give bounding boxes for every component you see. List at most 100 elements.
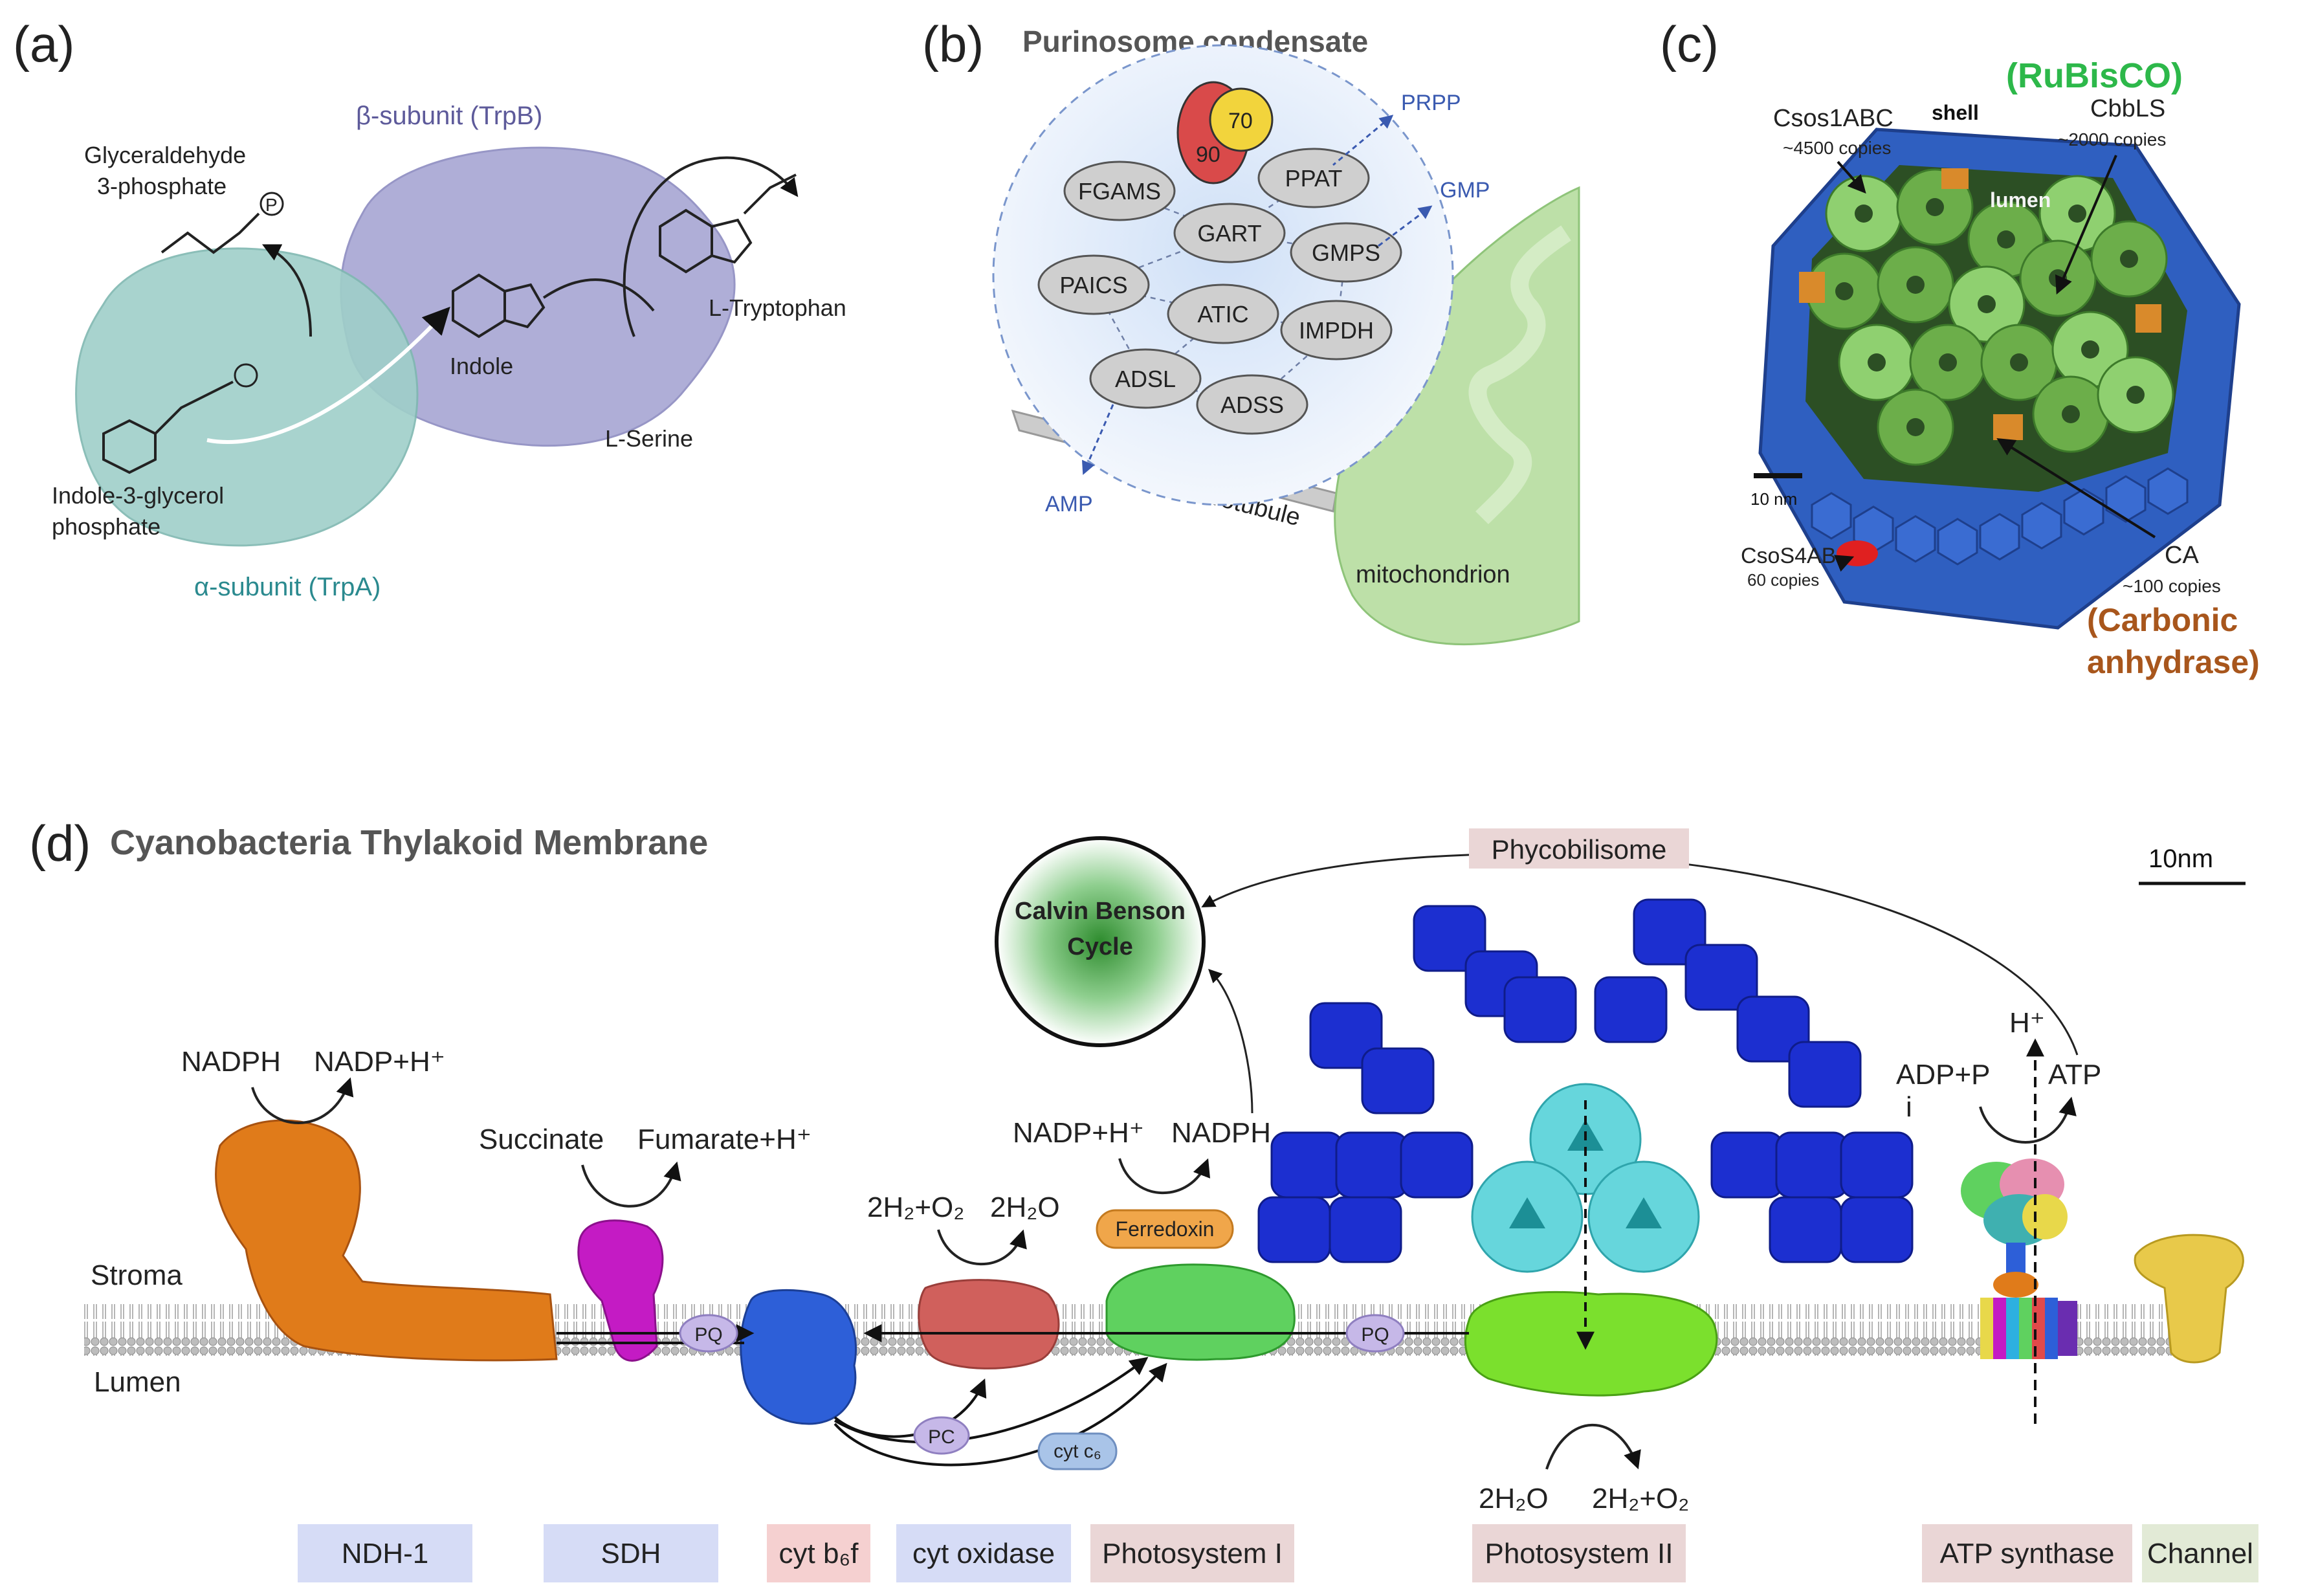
pq-label-1: PQ xyxy=(694,1324,722,1346)
cbbls-name: CbbLS xyxy=(2090,95,2165,122)
enzyme-node: PAICS xyxy=(1037,254,1150,315)
panel-d-label: (d) xyxy=(29,815,91,872)
ca-pointer xyxy=(1996,438,2156,538)
calvin-label-line2: Cycle xyxy=(1067,933,1132,960)
csos1-pointer xyxy=(1837,161,1866,194)
ferredoxin xyxy=(1096,1209,1234,1249)
photosystem-ii-complex xyxy=(1464,1291,1718,1397)
cytc6-arrow xyxy=(833,1362,1167,1467)
rubisco-particle xyxy=(1825,175,1903,252)
ca-full-line1: (Carbonic xyxy=(2087,602,2238,638)
phycobilisome-rod xyxy=(1257,1196,1331,1263)
rubisco-particle xyxy=(2038,175,2116,252)
csos4-copies: 60 copies xyxy=(1747,570,1819,590)
enzyme-label: PPAT xyxy=(1285,165,1343,192)
sdh-complex xyxy=(577,1219,664,1362)
phycobilisome-rod xyxy=(1840,1131,1914,1199)
phycobilisome-rod xyxy=(1503,976,1577,1043)
phycobilisome-rod xyxy=(1684,944,1758,1011)
shell-facet xyxy=(1937,518,1978,566)
component-label: ATP synthase xyxy=(1922,1524,2132,1582)
shell-facet xyxy=(1979,513,2020,561)
rubisco-particle xyxy=(1838,324,1915,401)
alpha-subunit-label: α-subunit (TrpA) xyxy=(194,573,381,601)
sdh-reaction-arrow xyxy=(581,1161,681,1208)
ca-particle-2 xyxy=(1799,272,1825,303)
succinate-label: Succinate xyxy=(479,1124,604,1155)
phycobilisome-rod xyxy=(1400,1131,1474,1199)
arrow-nadph-to-calvin xyxy=(1208,969,1253,1114)
g3p-molecule-icon xyxy=(160,212,260,254)
rubisco-particle xyxy=(1980,324,2058,401)
calvin-benson-cycle xyxy=(995,836,1206,1047)
enzyme-label: PAICS xyxy=(1059,272,1127,298)
component-label-text: Photosystem I xyxy=(1102,1538,1283,1569)
hsp90-label: 90 xyxy=(1196,142,1220,167)
mitochondrion-label: mitochondrion xyxy=(1356,561,1510,588)
component-label-text: ATP synthase xyxy=(1940,1538,2115,1569)
component-label: Photosystem II xyxy=(1472,1524,1686,1582)
nadp-h-label-1: NADP+H⁺ xyxy=(314,1046,445,1078)
csos4-pointer xyxy=(1834,555,1855,572)
hsp70-chaperone xyxy=(1209,87,1274,152)
g3p-label-line2: 3-phosphate xyxy=(97,173,226,199)
arrow-serine-to-trp xyxy=(623,156,799,337)
csos4-name: CsoS4AB xyxy=(1741,544,1836,568)
phycobilisome-rod xyxy=(1736,995,1810,1063)
nadph-label-2: NADPH xyxy=(1171,1117,1271,1149)
photosystem-i-complex xyxy=(1105,1263,1296,1361)
psii-in-label: 2H₂O xyxy=(1479,1483,1549,1514)
shell-facet xyxy=(2105,475,2147,523)
channel-complex xyxy=(2134,1234,2244,1364)
phycobilisome-core-center xyxy=(1509,1197,1545,1228)
adp-label-1: ADP+P xyxy=(1896,1059,1991,1091)
cytb6f-complex xyxy=(740,1289,857,1425)
calvin-label-line1: Calvin Benson xyxy=(1015,898,1186,925)
enzyme-label: ADSS xyxy=(1220,392,1284,418)
ps2-reaction-arrow xyxy=(1545,1423,1641,1470)
component-label-text: SDH xyxy=(601,1538,661,1569)
rubisco-title: (RuBisCO) xyxy=(2006,56,2183,95)
cbbls-pointer xyxy=(2055,155,2117,295)
atp-label: ATP xyxy=(2048,1059,2101,1091)
component-label: SDH xyxy=(544,1524,718,1582)
csos1-copies: ~4500 copies xyxy=(1783,138,1891,158)
rubisco-particle xyxy=(1909,324,1987,401)
serine-label: L-Serine xyxy=(605,425,693,452)
component-label: Photosystem I xyxy=(1090,1524,1294,1582)
enzyme-label: FGAMS xyxy=(1078,178,1161,205)
panel-b-label: (b) xyxy=(922,16,984,72)
enzyme-node: ADSS xyxy=(1196,374,1308,435)
pq-2 xyxy=(1345,1314,1405,1353)
phycobilisome-rod xyxy=(1309,1002,1383,1069)
enzyme-label: IMPDH xyxy=(1299,317,1374,344)
shell-facet xyxy=(2021,502,2062,550)
arrow-gmp xyxy=(1378,205,1433,247)
shell-facet xyxy=(2147,467,2189,515)
shell-facets xyxy=(1811,467,2189,566)
enzyme-label: ADSL xyxy=(1115,366,1176,392)
panel-b: (b) Purinosome condensate microtubule mi… xyxy=(922,16,1580,646)
enzyme-node: FGAMS xyxy=(1063,161,1176,221)
rubisco-particle xyxy=(2032,375,2110,453)
pc xyxy=(913,1416,970,1455)
mitochondrion-cristae xyxy=(1468,225,1571,524)
panel-c: (c) (RuBisCO) Csos1ABC ~4500 copies shel… xyxy=(1660,16,2260,680)
lumen-label-c: lumen xyxy=(1990,188,2051,212)
component-label: cyt oxidase xyxy=(896,1524,1071,1582)
rubisco-particle xyxy=(2090,220,2168,298)
pc-label: PC xyxy=(928,1426,955,1448)
hsp70-label: 70 xyxy=(1228,109,1253,133)
enzyme-node: PPAT xyxy=(1257,148,1370,208)
shell-label: shell xyxy=(1932,101,1979,124)
indole-label: Indole xyxy=(450,353,513,379)
cytox-reaction-arrow xyxy=(937,1229,1027,1266)
panel-d-title: Cyanobacteria Thylakoid Membrane xyxy=(110,823,708,862)
gmp-label: GMP xyxy=(1440,178,1490,203)
phycobilisome xyxy=(1257,898,1914,1273)
ps1-reaction-arrow xyxy=(1118,1158,1210,1195)
shell-facet xyxy=(2063,487,2104,536)
phycobilisome-rod xyxy=(1633,898,1706,966)
